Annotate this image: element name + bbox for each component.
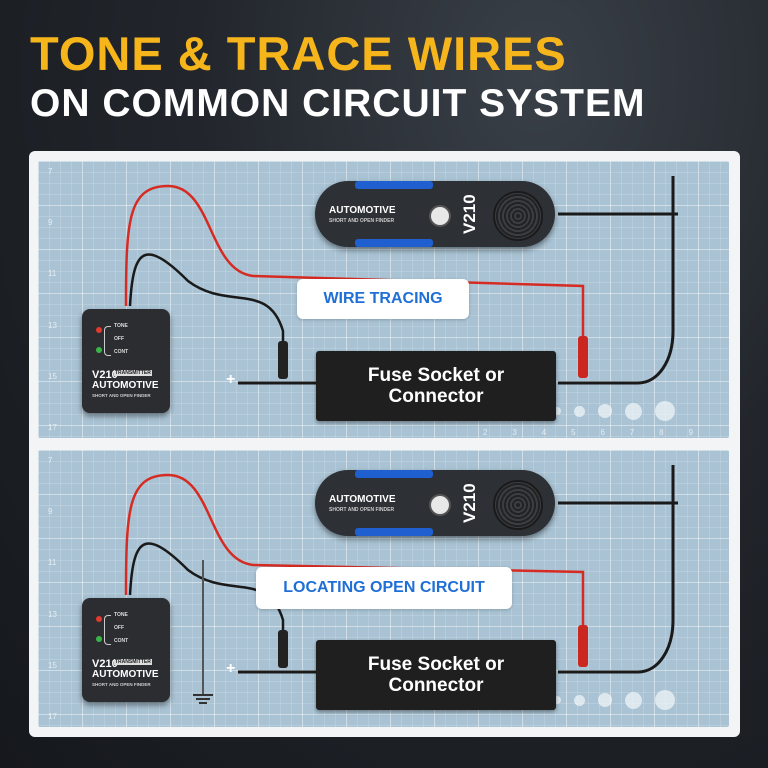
positive-sign: + [226, 660, 236, 677]
subheadline: ON COMMON CIRCUIT SYSTEM [30, 82, 646, 125]
switch-off: OFF [114, 336, 124, 342]
fuse-socket: Fuse Socket or Connector [316, 351, 556, 421]
speaker-icon [493, 480, 543, 530]
ruler-mark: 6 [600, 428, 605, 437]
transmitter-tag: TRANSMITTER [114, 659, 152, 665]
receiver-device: AUTOMOTIVE SHORT AND OPEN FINDER V210 [315, 181, 555, 247]
receiver-name: AUTOMOTIVE [329, 205, 396, 216]
transmitter-model: V210 [92, 369, 118, 381]
red-lead [124, 473, 585, 635]
receiver-button [429, 494, 451, 516]
ruler-mark: 13 [48, 609, 57, 619]
ruler-mark: 11 [48, 558, 57, 568]
receiver-grip-bottom [355, 528, 433, 536]
ruler-mark: 4 [541, 428, 547, 437]
ruler-mark: 7 [48, 167, 53, 176]
positive-sign: + [226, 371, 236, 388]
ruler-mark: 9 [48, 218, 53, 228]
mode-label: LOCATING OPEN CIRCUIT [256, 567, 512, 609]
transmitter-sub: SHORT AND OPEN FINDER [92, 393, 151, 398]
switch-cont: CONT [114, 638, 129, 644]
ruler-mark: 3 [512, 428, 517, 437]
ruler-mark: 9 [48, 507, 53, 517]
green-led-icon [96, 347, 102, 353]
black-lead [128, 253, 285, 351]
fuse-label-line1: Fuse Socket or [367, 365, 505, 386]
ruler-mark: 2 [483, 428, 488, 437]
ruler-dots [553, 690, 675, 710]
mode-label: WIRE TRACING [297, 279, 469, 319]
ruler-mark: 5 [571, 428, 576, 437]
switch-bracket [104, 615, 111, 645]
ruler-mark: 15 [48, 371, 57, 381]
receiver-device: AUTOMOTIVE SHORT AND OPEN FINDER V210 [315, 470, 555, 536]
ruler-mark: 13 [48, 320, 57, 330]
red-led-icon [96, 327, 102, 333]
headline: TONE & TRACE WIRES [30, 27, 567, 80]
receiver-grip-top [355, 181, 433, 189]
fuse-socket: Fuse Socket or Connector [316, 640, 556, 710]
ruler-mark: 7 [48, 456, 53, 465]
switch-tone: TONE [114, 323, 128, 329]
transmitter-model: V210 [92, 658, 118, 670]
ruler-mark: 11 [48, 269, 57, 279]
switch-bracket [104, 326, 111, 356]
red-clip [578, 625, 588, 667]
receiver-name: AUTOMOTIVE [329, 494, 396, 505]
ruler-mark: 8 [659, 428, 664, 437]
output-wire [558, 176, 675, 385]
green-led-icon [96, 636, 102, 642]
speaker-icon [493, 191, 543, 241]
receiver-model: V210 [460, 483, 479, 523]
transmitter-tag: TRANSMITTER [114, 370, 152, 376]
switch-tone: TONE [114, 612, 128, 618]
ruler-mark: 17 [48, 422, 57, 432]
black-clip [278, 341, 288, 379]
ruler-bottom: 2 3 4 5 6 7 8 9 [483, 428, 693, 437]
receiver-button [429, 205, 451, 227]
red-led-icon [96, 616, 102, 622]
ruler-left: 7 9 11 13 15 17 [48, 167, 57, 432]
transmitter-name: AUTOMOTIVE [92, 380, 159, 391]
receiver-grip-top [355, 470, 433, 478]
receiver-sub: SHORT AND OPEN FINDER [329, 507, 395, 513]
receiver-sub: SHORT AND OPEN FINDER [329, 218, 395, 224]
wire-tracing-panel: 7 9 11 13 15 17 2 3 4 5 6 7 8 9 TONE OFF… [38, 161, 729, 438]
output-wire [558, 465, 675, 674]
transmitter-name: AUTOMOTIVE [92, 669, 159, 680]
switch-off: OFF [114, 625, 124, 631]
ruler-mark: 7 [629, 428, 635, 437]
ruler-left: 7 9 11 13 15 17 [48, 456, 57, 721]
red-lead [124, 184, 585, 346]
open-circuit-panel: 7 9 11 13 15 17 TONE OFF CONT V210 TRANS… [38, 450, 729, 727]
red-clip [578, 336, 588, 378]
receiver-model: V210 [460, 194, 479, 234]
ruler-mark: 9 [688, 428, 693, 437]
ruler-dots [553, 401, 675, 421]
fuse-label-line2: Connector [388, 386, 484, 407]
ground-icon [193, 694, 213, 704]
transmitter-device: TONE OFF CONT V210 TRANSMITTER AUTOMOTIV… [82, 309, 170, 413]
black-clip [278, 630, 288, 668]
fuse-label-line2: Connector [388, 675, 484, 696]
transmitter-sub: SHORT AND OPEN FINDER [92, 682, 151, 687]
wiring-diagram [124, 176, 678, 385]
receiver-grip-bottom [355, 239, 433, 247]
fuse-label-line1: Fuse Socket or [367, 654, 505, 675]
ruler-mark: 15 [48, 660, 57, 670]
switch-cont: CONT [114, 349, 129, 355]
transmitter-device: TONE OFF CONT V210 TRANSMITTER AUTOMOTIV… [82, 598, 170, 702]
ruler-mark: 17 [48, 711, 57, 721]
